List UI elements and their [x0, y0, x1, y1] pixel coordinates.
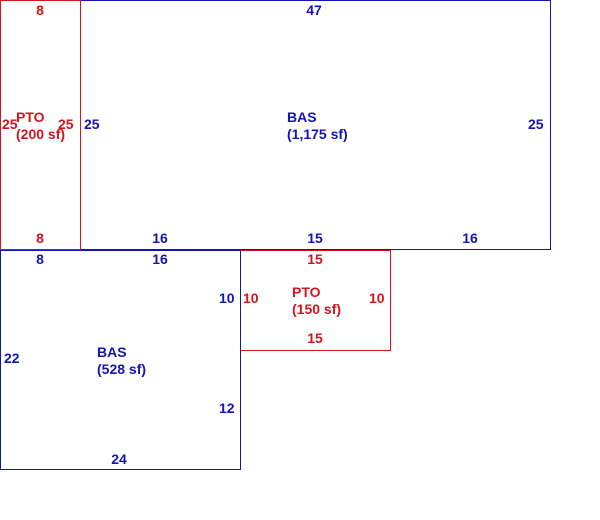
bas-528-dim-top-left: 8 — [36, 251, 44, 267]
pto-200-area: (200 sf) — [16, 126, 65, 142]
bas-528-code: BAS — [97, 344, 127, 360]
bas-1175-code: BAS — [287, 109, 317, 125]
pto-150-dim-left: 10 — [243, 290, 259, 306]
bas-1175-dim-top: 47 — [306, 2, 322, 18]
bas-1175-dim-bottom-mid: 15 — [307, 230, 323, 246]
pto-150-dim-bottom: 15 — [307, 330, 323, 346]
pto-200-dim-bottom: 8 — [36, 230, 44, 246]
right-pto-outline — [240, 250, 391, 351]
bas-1175-area: (1,175 sf) — [287, 126, 348, 142]
bas-1175-dim-right: 25 — [528, 116, 544, 132]
bas-528-dim-left: 22 — [4, 350, 20, 366]
bas-528-area: (528 sf) — [97, 361, 146, 377]
upper-bas-outline — [80, 0, 551, 250]
bas-528-dim-top-right: 16 — [152, 251, 168, 267]
bas-528-dim-right-upper: 10 — [219, 290, 235, 306]
pto-150-area: (150 sf) — [292, 301, 341, 317]
pto-200-code: PTO — [16, 109, 45, 125]
pto-200-dim-right: 25 — [58, 116, 74, 132]
bas-1175-dim-bottom-right: 16 — [462, 230, 478, 246]
bas-528-dim-right-lower: 12 — [219, 400, 235, 416]
bas-1175-dim-left: 25 — [84, 116, 100, 132]
lower-bas-outline — [0, 250, 241, 470]
pto-200-dim-top: 8 — [36, 2, 44, 18]
pto-200-dim-left: 25 — [2, 116, 18, 132]
pto-150-dim-top: 15 — [307, 251, 323, 267]
bas-1175-dim-bottom-left: 16 — [152, 230, 168, 246]
pto-150-dim-right: 10 — [369, 290, 385, 306]
pto-150-code: PTO — [292, 284, 321, 300]
left-pto-outline — [0, 0, 81, 250]
bas-528-dim-bottom: 24 — [111, 451, 127, 467]
